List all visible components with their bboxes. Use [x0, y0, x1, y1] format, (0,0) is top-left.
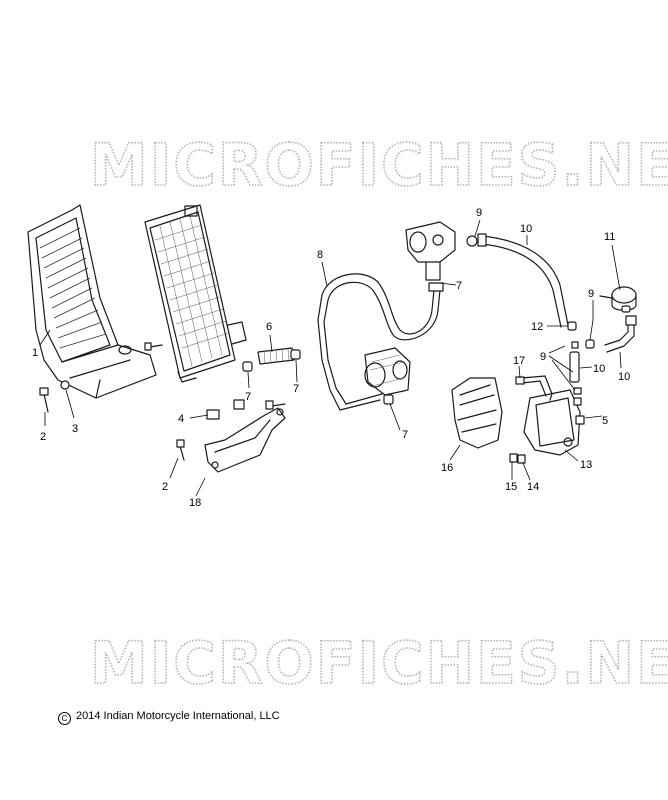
- callout-5: 5: [602, 415, 608, 427]
- hose-small-part: [585, 305, 637, 353]
- hose-6-part: [257, 347, 295, 365]
- callout-1: 1: [32, 347, 38, 359]
- callout-12: 12: [531, 321, 543, 333]
- thermostat-housing-part: [364, 347, 411, 396]
- callout-2: 2: [40, 431, 46, 443]
- leader-lines: [39, 219, 622, 497]
- pump-fitting-part: [405, 221, 478, 281]
- callout-2: 2: [162, 481, 168, 493]
- callout-10: 10: [593, 363, 605, 375]
- callout-16: 16: [441, 462, 453, 474]
- callout-8: 8: [317, 249, 323, 261]
- copyright-text: 2014 Indian Motorcycle International, LL…: [76, 710, 280, 722]
- hose-10-part: [477, 233, 569, 328]
- callout-7: 7: [293, 383, 299, 395]
- callout-7: 7: [402, 429, 408, 441]
- callout-10: 10: [520, 223, 532, 235]
- callout-13: 13: [580, 459, 592, 471]
- callout-7: 7: [456, 280, 462, 292]
- callout-9: 9: [476, 207, 482, 219]
- watermark-bottom: MICROFICHES.NET: [90, 629, 668, 697]
- radiator-part: [144, 204, 247, 383]
- callout-18: 18: [189, 497, 201, 509]
- callout-15: 15: [505, 481, 517, 493]
- hose-8-part: [317, 273, 444, 411]
- copyright-notice: C 2014 Indian Motorcycle International, L…: [58, 710, 280, 725]
- reservoir-cap-part: [599, 286, 637, 311]
- reservoir-13-part: [523, 389, 581, 456]
- callout-9: 9: [588, 288, 594, 300]
- hardware: [39, 342, 585, 464]
- callout-9: 9: [540, 351, 546, 363]
- shroud-16-part: [451, 377, 503, 449]
- callout-17: 17: [513, 355, 525, 367]
- callout-14: 14: [527, 481, 539, 493]
- grille-shroud-part: [27, 204, 157, 399]
- callout-7: 7: [245, 391, 251, 403]
- callout-6: 6: [266, 321, 272, 333]
- copyright-symbol: C: [58, 712, 71, 725]
- callout-11: 11: [604, 231, 615, 243]
- callout-3: 3: [72, 423, 78, 435]
- bracket-18-part: [204, 407, 286, 473]
- tube-part: [567, 321, 582, 395]
- watermark-top: MICROFICHES.NET: [90, 131, 668, 199]
- callout-4: 4: [178, 413, 184, 425]
- bracket-17-part: [521, 375, 553, 401]
- callout-10: 10: [618, 371, 630, 383]
